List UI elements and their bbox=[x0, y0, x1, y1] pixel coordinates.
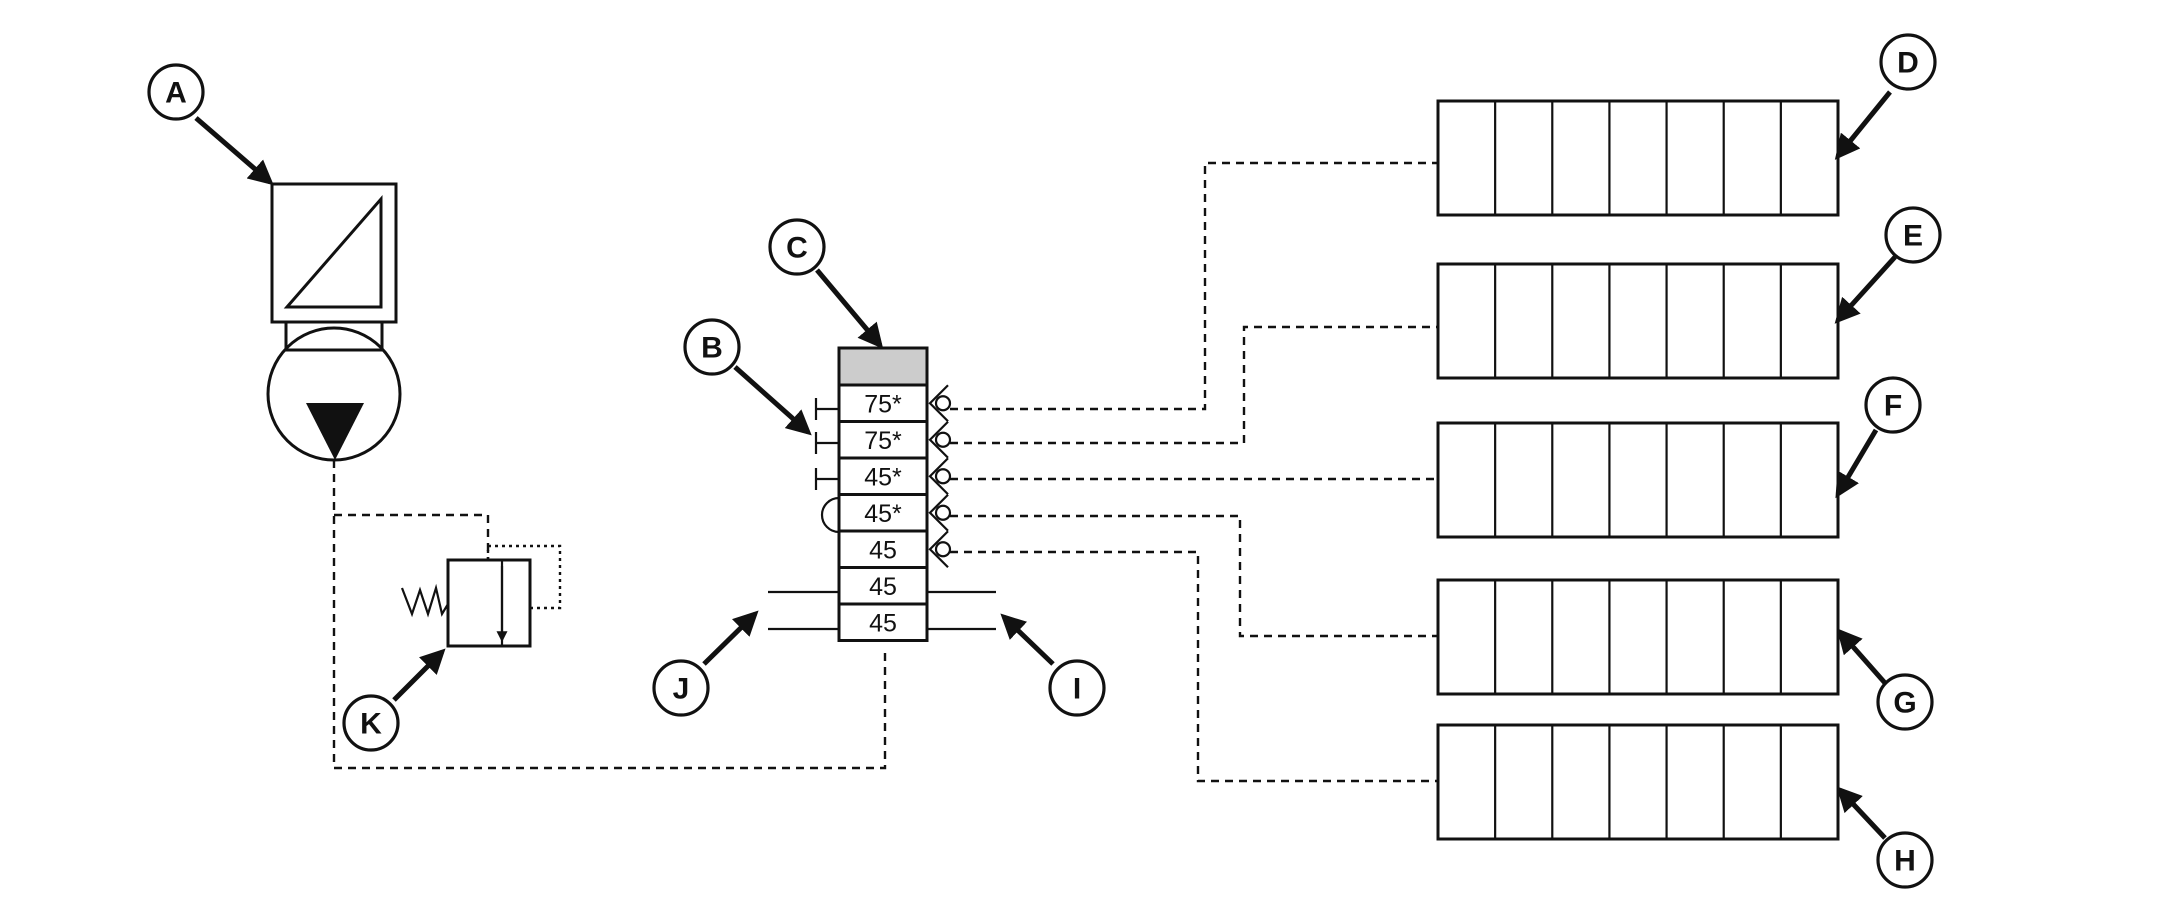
arrow-f bbox=[1835, 428, 1879, 499]
line-section-1-to-cylinder-d bbox=[950, 161, 1438, 411]
pump-direction-triangle bbox=[306, 403, 364, 460]
line-section-4-to-cylinder-g bbox=[950, 514, 1438, 638]
arrow-a bbox=[194, 116, 274, 186]
valve-stack: 75* 75* 45* 45* 45 45 45 bbox=[768, 346, 996, 642]
line-section-5-to-cylinder-h bbox=[950, 550, 1438, 783]
arrow-h bbox=[1836, 786, 1887, 840]
arrow-d bbox=[1834, 90, 1892, 160]
manual-lever-symbol-3 bbox=[814, 468, 839, 490]
relief-valve bbox=[400, 544, 562, 648]
cylinder-d-body bbox=[1436, 99, 1840, 217]
callout-e-label: E bbox=[1903, 220, 1923, 253]
check-valve-seat-1 bbox=[928, 384, 949, 423]
callout-c-label: C bbox=[786, 232, 808, 265]
callout-a-label: A bbox=[165, 77, 187, 110]
cylinder-g bbox=[1436, 578, 1840, 696]
relief-valve-body bbox=[446, 558, 532, 648]
valve-section-5-label: 45 bbox=[869, 536, 897, 564]
arrow-c bbox=[815, 268, 884, 349]
valve-section-4-label: 45* bbox=[864, 500, 902, 528]
callout-c: C bbox=[768, 218, 826, 276]
callout-d-label: D bbox=[1897, 47, 1919, 80]
callout-k-label: K bbox=[360, 708, 382, 741]
relief-valve-pilot-line bbox=[486, 544, 562, 610]
check-valve-ball-2 bbox=[934, 431, 952, 448]
callout-a: A bbox=[147, 63, 205, 121]
callout-b-label: B bbox=[701, 332, 723, 365]
check-valve-symbols bbox=[928, 384, 952, 569]
callout-i: I bbox=[1048, 659, 1106, 717]
cylinder-e-body bbox=[1436, 262, 1840, 380]
valve-section-2-label: 75* bbox=[864, 427, 902, 455]
motor-pump-assembly bbox=[266, 182, 402, 462]
relief-valve-spring bbox=[400, 583, 449, 618]
callout-arrows bbox=[194, 90, 1897, 840]
valve-section-7-label: 45 bbox=[869, 609, 897, 637]
cylinder-d bbox=[1436, 99, 1840, 217]
valve-stack-cap bbox=[837, 346, 929, 387]
arrow-e bbox=[1834, 255, 1897, 324]
check-valve-ball-4 bbox=[934, 504, 952, 521]
arrow-j bbox=[702, 610, 759, 666]
callout-e: E bbox=[1884, 206, 1942, 264]
cylinder-e bbox=[1436, 262, 1840, 380]
callout-f: F bbox=[1864, 376, 1922, 434]
callout-g-label: G bbox=[1893, 687, 1916, 720]
valve-section-1-label: 75* bbox=[864, 390, 902, 418]
arrow-b bbox=[733, 365, 812, 436]
cylinders bbox=[1436, 99, 1840, 841]
hydraulic-lines bbox=[332, 161, 1438, 783]
arrow-g bbox=[1836, 628, 1887, 685]
callout-k: K bbox=[342, 694, 400, 752]
manual-lever-symbol-1 bbox=[814, 398, 839, 420]
line-section-2-to-cylinder-e bbox=[950, 325, 1438, 445]
callout-j-label: J bbox=[673, 673, 690, 706]
motor-diagonal-symbol bbox=[283, 194, 383, 309]
callout-g: G bbox=[1876, 673, 1934, 731]
motor-coupling bbox=[284, 320, 384, 352]
cylinder-f bbox=[1436, 421, 1840, 539]
callout-d: D bbox=[1879, 33, 1937, 91]
callout-b: B bbox=[683, 318, 741, 376]
manual-lever-symbol-2 bbox=[814, 432, 839, 454]
check-valve-ball-1 bbox=[934, 395, 952, 412]
cylinder-h bbox=[1436, 723, 1840, 841]
check-valve-seat-4 bbox=[928, 493, 949, 532]
check-valve-ball-5 bbox=[934, 541, 952, 558]
check-valve-seat-5 bbox=[928, 530, 949, 569]
line-pump-to-relief bbox=[334, 513, 490, 560]
valve-section-6-label: 45 bbox=[869, 573, 897, 601]
line-pump-to-stack bbox=[332, 460, 887, 770]
cylinder-h-body bbox=[1436, 723, 1840, 841]
detent-symbol bbox=[820, 496, 840, 534]
valve-section-3-label: 45* bbox=[864, 463, 902, 491]
arrow-k bbox=[392, 648, 446, 702]
valve-section-7 bbox=[837, 602, 929, 642]
check-valve-seat-2 bbox=[928, 420, 949, 459]
arrow-i bbox=[1000, 613, 1055, 666]
check-valve-seat-3 bbox=[928, 457, 949, 496]
callout-j: J bbox=[652, 659, 710, 717]
callout-h: H bbox=[1876, 831, 1934, 889]
cylinder-f-body bbox=[1436, 421, 1840, 539]
callout-f-label: F bbox=[1884, 390, 1902, 423]
callout-i-label: I bbox=[1073, 673, 1081, 706]
cylinder-g-body bbox=[1436, 578, 1840, 696]
valve-stack-sections: 75* 75* 45* 45* 45 45 45 bbox=[837, 383, 929, 642]
callout-h-label: H bbox=[1894, 845, 1916, 878]
check-valve-ball-3 bbox=[934, 468, 952, 485]
